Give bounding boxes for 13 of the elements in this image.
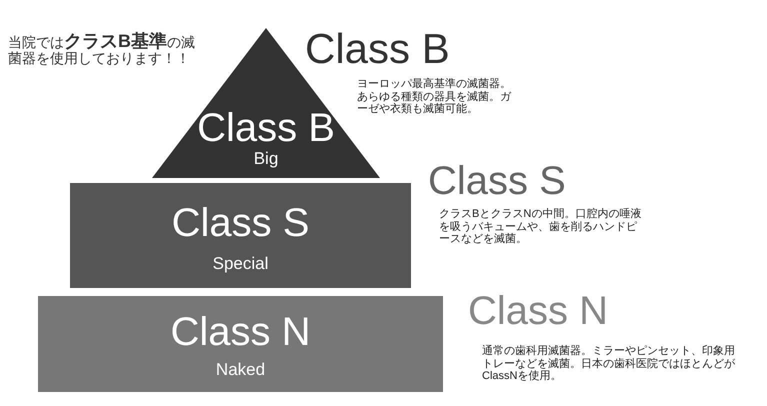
class-subtitle: Big [254,149,278,168]
class-description: クラスBとクラスNの中間。口腔内の唾液を吸うバキュームや、歯を削るハンドピースなどを滅菌。 [439,208,642,246]
class-description: ヨーロッパ最高基準の滅菌器。あらゆる種類の器具を滅菌。ガーゼや衣類も滅菌可能。 [357,78,512,116]
class-description: 通常の歯科用滅菌器。ミラーやピンセット、印象用トレーなどを滅菌。日本の歯科医院ではほとんどがClassNを使用。 [482,345,736,383]
note-text: 当院ではクラスB基準の滅菌器を使用しております！！ [8,32,196,66]
class-subtitle: Naked [216,360,266,379]
class-heading: Class N [468,288,608,334]
class-subtitle: Special [212,254,268,273]
class-name: Class N [170,310,311,354]
class-name: Class B [197,106,335,150]
class-name: Class S [172,201,310,245]
class-heading: Class S [428,158,566,204]
class-heading: Class B [305,25,450,74]
